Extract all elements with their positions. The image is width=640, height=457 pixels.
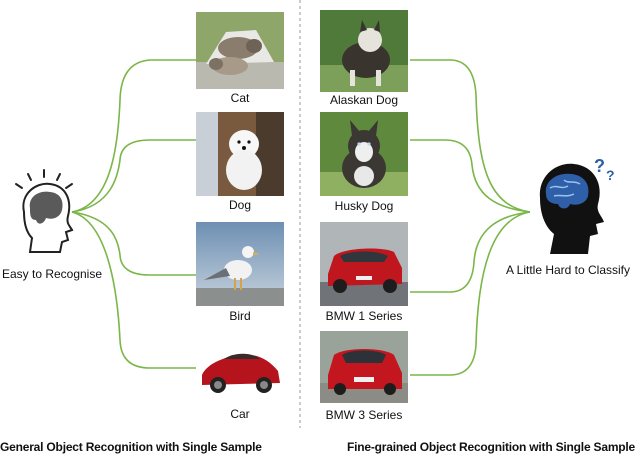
label-dog: Dog: [228, 198, 251, 212]
svg-text:?: ?: [594, 156, 605, 176]
label-husky-dog: Husky Dog: [334, 199, 394, 213]
svg-text:?: ?: [606, 167, 615, 183]
label-car: Car: [230, 407, 250, 421]
red-bmw-1-photo-icon: [320, 222, 408, 306]
white-dog-photo-icon: [196, 112, 284, 196]
red-sports-car-photo-icon: [196, 331, 284, 403]
thinking-head-icon: [10, 168, 80, 258]
connector-dog: [71, 139, 196, 213]
label-bird: Bird: [229, 309, 251, 323]
husky-dog-photo-icon: [320, 112, 408, 196]
red-bmw-3-photo-icon: [320, 331, 408, 403]
left-head-label: Easy to Recognise: [1, 267, 103, 281]
connector-husky: [410, 139, 531, 213]
connector-car: [71, 211, 196, 369]
alaskan-dog-photo-icon: [320, 10, 408, 92]
connector-cat: [71, 59, 196, 213]
connector-alaskan: [410, 59, 531, 213]
right-head-label: A Little Hard to Classify: [505, 263, 631, 277]
cat-photo-icon: [196, 12, 284, 89]
connector-bmw1: [410, 211, 531, 293]
connector-bird: [71, 211, 196, 276]
confused-head-icon: ? ?: [528, 150, 620, 260]
label-cat: Cat: [230, 91, 250, 105]
label-bmw-3-series: BMW 3 Series: [325, 408, 403, 422]
left-caption: General Object Recognition with Single S…: [0, 440, 262, 454]
label-bmw-1-series: BMW 1 Series: [325, 309, 403, 323]
right-caption: Fine-grained Object Recognition with Sin…: [347, 440, 636, 454]
label-alaskan-dog: Alaskan Dog: [329, 93, 399, 107]
seagull-photo-icon: [196, 222, 284, 306]
connector-bmw3: [410, 211, 531, 376]
